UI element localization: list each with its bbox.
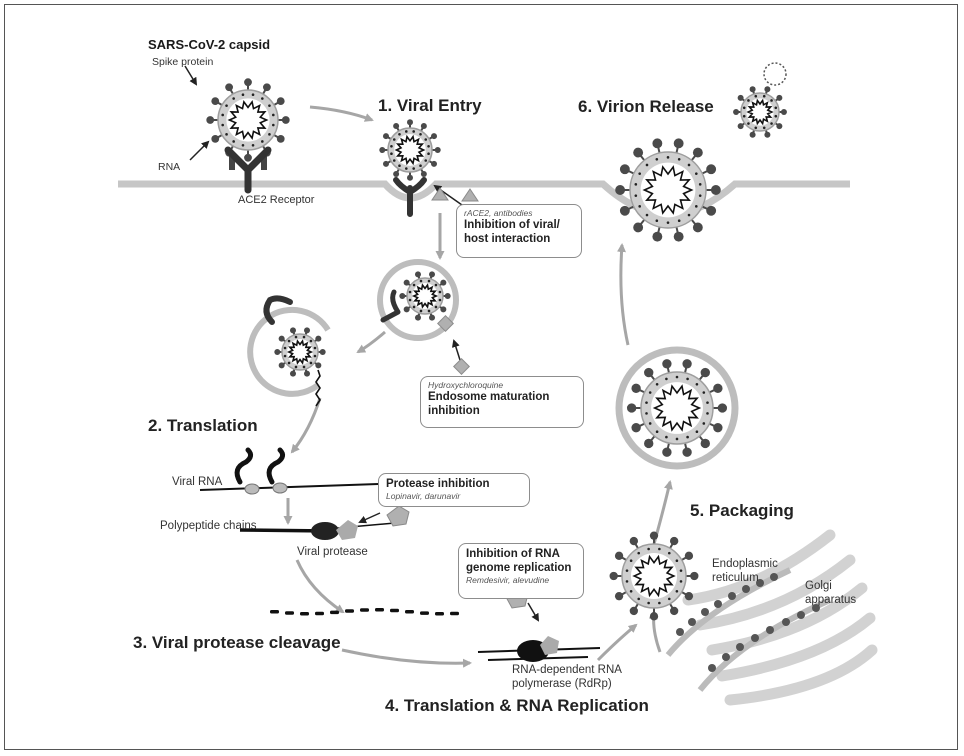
virion-entry	[379, 119, 441, 181]
inhibitor-box-protease: Protease inhibition Lopinavir, darunavir	[378, 473, 530, 507]
virion-uncoating	[274, 327, 326, 377]
ace2-receptor-label: ACE2 Receptor	[238, 194, 315, 206]
stage-rna-replication: 4. Translation & RNA Replication	[385, 696, 649, 715]
ribosome	[714, 600, 722, 608]
stage-translation: 2. Translation	[148, 416, 258, 435]
inhibitor-mechanism-label: Protease inhibition	[386, 478, 490, 490]
inhibitor-mechanism-label: Inhibition of RNA genome replication	[466, 548, 572, 574]
inhibitor-mechanism-label: Inhibition of viral/ host interaction	[464, 218, 560, 245]
ribosome	[756, 579, 764, 587]
ribosome	[751, 634, 759, 642]
virion-released-2	[763, 62, 787, 86]
ribosome	[736, 643, 744, 651]
peptide-fragment	[345, 609, 354, 613]
ribosome	[676, 628, 684, 636]
stage-viral-entry: 1. Viral Entry	[378, 96, 482, 115]
virion-release	[615, 138, 721, 242]
virion-capsid	[206, 78, 290, 162]
spike-protein-label: Spike protein	[152, 56, 214, 68]
pointer-arrows	[184, 65, 540, 622]
ribosome	[797, 611, 805, 619]
peptide-fragment	[450, 611, 459, 616]
inhibitor-drug-label: Hydroxychloroquine	[428, 380, 504, 390]
viral-rna-label: Viral RNA	[172, 476, 223, 488]
inhibitor-box-rna-replication: Inhibition of RNA genome replication Rem…	[458, 543, 584, 599]
polypeptide-chain	[239, 520, 396, 540]
er-label: Endoplasmic reticulum	[712, 558, 778, 584]
rdrp-complex	[477, 636, 601, 662]
peptide-fragment	[390, 608, 399, 613]
peptide-fragment	[315, 611, 324, 616]
peptide-fragment	[330, 610, 339, 615]
ribosome	[782, 618, 790, 626]
inhibitor-box-endosome: Hydroxychloroquine Endosome maturation i…	[420, 376, 584, 428]
ace2-receptor	[224, 146, 272, 194]
inhibitor-drug-label: Lopinavir, darunavir	[386, 490, 461, 501]
peptide-fragment	[360, 608, 369, 612]
inhibitor-drug-label: rACE2, antibodies	[464, 208, 533, 218]
peptide-fragment	[420, 611, 429, 615]
ribosome	[688, 618, 696, 626]
peptide-fragment	[300, 611, 309, 616]
virion-released-1	[733, 86, 787, 138]
inhibitor-box-host-interaction: rACE2, antibodies Inhibition of viral/ h…	[456, 204, 582, 258]
peptide-fragment	[270, 610, 279, 614]
stage-packaging: 5. Packaging	[690, 501, 794, 520]
peptide-fragment	[285, 611, 294, 615]
inhibitor-mechanism-label: Endosome maturation inhibition	[428, 390, 550, 417]
figure-border	[4, 4, 958, 750]
golgi-label: Golgi apparatus	[805, 580, 857, 606]
polypeptide-label: Polypeptide chains	[160, 520, 257, 532]
ribosome	[701, 608, 709, 616]
ribosome-dots	[676, 573, 820, 672]
rna-label: RNA	[158, 161, 181, 173]
ribosome	[742, 585, 750, 593]
peptide-fragment	[405, 610, 414, 614]
ribosome	[708, 664, 716, 672]
ribosome	[812, 604, 820, 612]
uncoating-endosome	[247, 306, 331, 397]
cleaved-peptides	[270, 608, 459, 616]
packaging-vesicle	[615, 346, 739, 470]
ribosome	[770, 573, 778, 581]
cell-membrane	[118, 180, 850, 218]
ribosome	[728, 592, 736, 600]
ribosome	[722, 653, 730, 661]
virion-packaged	[626, 359, 728, 457]
stage-protease-cleavage: 3. Viral protease cleavage	[133, 633, 341, 652]
viral-protease-label: Viral protease	[297, 546, 368, 558]
stage-virion-release: 6. Virion Release	[578, 97, 714, 116]
peptide-fragment	[435, 611, 444, 616]
capsid-title: SARS-CoV-2 capsid	[148, 37, 271, 52]
virion-endosome	[399, 271, 451, 321]
virion-budding	[609, 531, 699, 621]
ribosome	[766, 626, 774, 634]
released-rna	[315, 369, 321, 407]
endosome	[377, 259, 459, 341]
golgi-apparatus	[682, 529, 878, 706]
inhibitor-drug-label: Remdesivir, alevudine	[466, 574, 550, 585]
rdrp-label: RNA-dependent RNA polymerase (RdRp)	[512, 664, 622, 691]
peptide-fragment	[375, 608, 384, 612]
